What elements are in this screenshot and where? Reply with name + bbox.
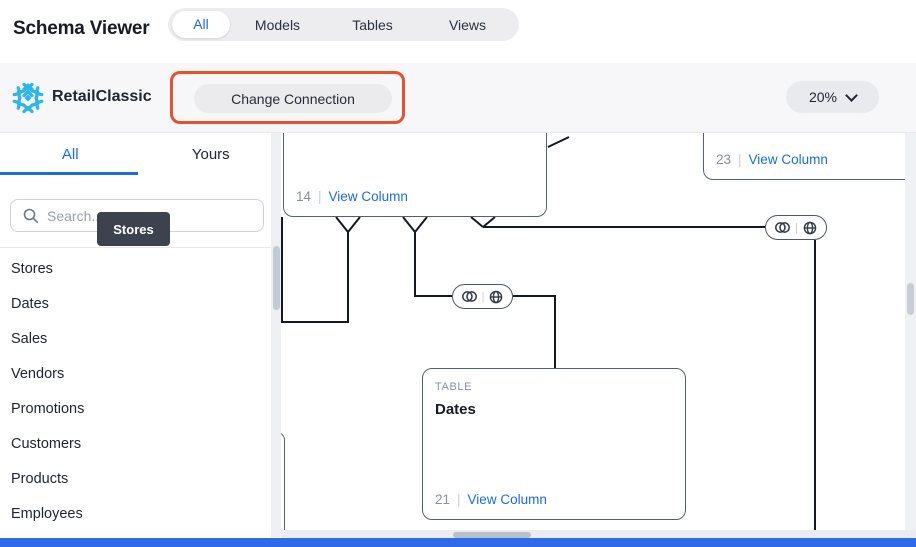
column-count: 21 [435, 492, 451, 507]
table-card-partial-top-left[interactable]: 14 | View Column [283, 133, 547, 217]
horizontal-scrollbar-track [281, 530, 916, 539]
table-card-partial-left-edge[interactable] [281, 432, 285, 537]
divider: | [795, 221, 798, 234]
page-title: Schema Viewer [13, 18, 150, 39]
divider: | [481, 290, 485, 303]
view-column-link[interactable]: View Column [748, 152, 828, 167]
tab-all[interactable]: All [172, 11, 230, 38]
table-name: Dates [435, 401, 476, 418]
list-item[interactable]: Products [11, 471, 69, 487]
view-column-link[interactable]: View Column [467, 492, 547, 507]
schema-canvas[interactable]: 14 | View Column 23 | View Column TABLE … [281, 133, 916, 537]
change-connection-button[interactable]: Change Connection [194, 84, 392, 113]
sidebar-tab-all[interactable]: All [61, 146, 79, 163]
divider [0, 247, 281, 248]
list-item[interactable]: Customers [11, 436, 82, 452]
table-type-label: TABLE [435, 381, 473, 393]
overlapping-circles-icon [461, 291, 477, 302]
zoom-value: 20% [808, 89, 838, 105]
search-icon [23, 208, 38, 223]
horizontal-scrollbar-thumb[interactable] [453, 531, 531, 538]
top-header: Schema Viewer All Models Tables Views [0, 0, 916, 63]
bottom-accent-bar [0, 538, 916, 547]
vertical-scrollbar-thumb[interactable] [907, 283, 914, 315]
tab-views[interactable]: Views [448, 16, 487, 33]
view-tabs-group: All Models Tables Views [168, 8, 519, 41]
column-count: 23 [716, 152, 732, 167]
zoom-dropdown[interactable]: 20% [786, 81, 879, 113]
globe-icon [803, 221, 817, 234]
globe-icon [490, 290, 503, 303]
tab-models[interactable]: Models [254, 16, 301, 33]
list-item[interactable]: Dates [11, 296, 49, 312]
table-card-partial-top-right[interactable]: 23 | View Column [703, 133, 916, 180]
divider: | [318, 189, 322, 204]
sidebar-scrollbar-track [271, 133, 281, 537]
list-item[interactable]: Stores [11, 261, 53, 277]
sidebar-scrollbar-thumb[interactable] [272, 246, 280, 310]
table-card-dates[interactable]: TABLE Dates 21 | View Column [422, 368, 686, 520]
snowflake-icon [12, 82, 44, 114]
vertical-scrollbar-track [905, 133, 916, 530]
sidebar: All Yours Stores Dates Sales Vendors Pro… [0, 133, 281, 537]
connection-name: RetailClassic [52, 88, 152, 105]
divider: | [738, 152, 742, 167]
relationship-lines [281, 136, 816, 530]
list-item[interactable]: Employees [11, 506, 83, 522]
divider: | [457, 492, 461, 507]
sidebar-tab-yours[interactable]: Yours [191, 146, 230, 163]
active-tab-underline [0, 172, 138, 175]
relationship-badge[interactable]: | [765, 215, 827, 240]
list-item[interactable]: Vendors [11, 366, 65, 382]
column-count: 14 [296, 189, 312, 204]
sidebar-tabs: All Yours [0, 133, 281, 175]
tab-tables[interactable]: Tables [352, 16, 393, 33]
list-item[interactable]: Sales [11, 331, 48, 347]
relationship-badge[interactable]: | [452, 284, 513, 309]
list-item[interactable]: Promotions [11, 401, 85, 417]
chevron-down-icon [845, 88, 858, 102]
table-list: Stores Dates Sales Vendors Promotions Cu… [0, 252, 270, 532]
overlapping-circles-icon [775, 222, 791, 233]
tooltip: Stores [97, 212, 170, 246]
connection-bar: RetailClassic Change Connection 20% [0, 63, 916, 133]
view-column-link[interactable]: View Column [328, 189, 408, 204]
